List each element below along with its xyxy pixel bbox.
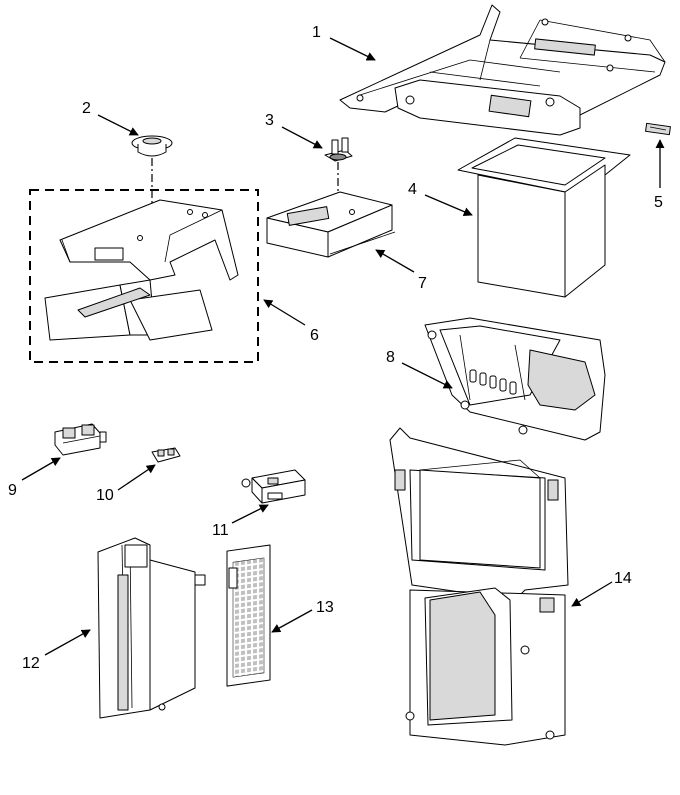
leader-9 (21, 457, 61, 481)
part-10-connector (151, 447, 181, 463)
part-11-sensor (241, 469, 306, 504)
leader-6 (263, 299, 306, 326)
leader-12 (44, 629, 91, 656)
callout-6: 6 (310, 327, 319, 344)
callout-10: 10 (96, 487, 114, 504)
part-13-filter (226, 544, 271, 687)
callout-4: 4 (408, 181, 417, 198)
callout-5: 5 (654, 194, 663, 211)
leader-14 (571, 581, 613, 607)
leader-10 (117, 464, 156, 491)
callout-3: 3 (265, 112, 274, 129)
callout-14: 14 (614, 570, 632, 587)
part-2-thermostat-disc (131, 135, 173, 228)
callout-1: 1 (312, 24, 321, 41)
part-12-side-panel (97, 537, 206, 719)
part-7-bracket-box (266, 191, 396, 258)
part-5-clip (645, 122, 671, 136)
callout-11: 11 (212, 522, 229, 539)
leader-13 (271, 609, 313, 633)
callout-9: 9 (8, 482, 17, 499)
part-4-duct (457, 137, 631, 298)
part-9-switch (54, 423, 107, 456)
callout-2: 2 (82, 100, 91, 117)
part-14-main-housing (389, 427, 569, 746)
leader-lines (21, 37, 665, 656)
callout-labels: 1 2 3 4 5 6 7 8 9 10 11 12 13 14 (8, 24, 663, 672)
callout-13: 13 (316, 599, 334, 616)
leader-7 (375, 249, 415, 273)
part-6-assembly-boundary (29, 189, 259, 363)
part-6-cover-assembly (44, 199, 239, 341)
part-1-top-bracket (339, 4, 666, 136)
part-3-thermal-fuse (324, 137, 353, 210)
leader-11 (231, 504, 269, 524)
callout-7: 7 (418, 275, 427, 292)
callout-12: 12 (22, 655, 40, 672)
leader-3 (281, 126, 323, 149)
leader-1 (329, 37, 376, 61)
callout-8: 8 (386, 349, 395, 366)
leader-2 (97, 114, 139, 136)
leader-4 (424, 194, 473, 216)
leader-8 (401, 362, 453, 389)
part-8-fan-housing (424, 317, 606, 441)
